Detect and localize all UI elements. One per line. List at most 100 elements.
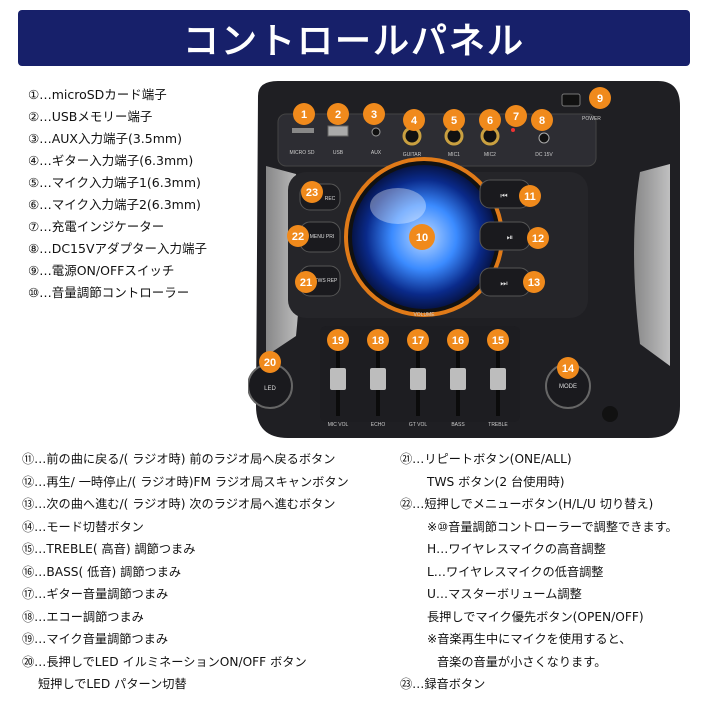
slider-mic-vol[interactable] [330, 336, 346, 416]
list-item: ⑩…音量調節コントローラー [28, 285, 190, 300]
list-item: ㉓…録音ボタン [400, 677, 486, 691]
list-item-continuation: 長押しでマイク優先ボタン(OPEN/OFF) [427, 609, 644, 624]
port-label: MIC1 [448, 152, 460, 158]
list-item: ④…ギター入力端子(6.3mm) [28, 153, 194, 168]
svg-text:17: 17 [412, 335, 424, 347]
list-item: ①…microSDカード端子 [28, 87, 167, 102]
slider-label: GT VOL [409, 422, 427, 428]
svg-text:20: 20 [264, 357, 276, 369]
svg-text:23: 23 [306, 187, 318, 199]
menu-label: MENU PRI [310, 234, 334, 240]
badge-18: 18 [367, 329, 389, 351]
list-item-continuation: U…マスターボリューム調整 [427, 587, 582, 601]
badge-8: 8 [531, 109, 553, 131]
list-item: ⑨…電源ON/OFFスイッチ [28, 263, 175, 278]
badge-11: 11 [519, 185, 541, 207]
charge-indicator [511, 128, 515, 132]
badge-17: 17 [407, 329, 429, 351]
badge-7: 7 [505, 105, 527, 127]
mode-label: MODE [559, 384, 577, 390]
usb-port[interactable] [327, 125, 349, 137]
svg-text:1: 1 [301, 109, 307, 121]
slider-treble[interactable] [490, 336, 506, 416]
title-banner: コントロールパネル [18, 10, 690, 66]
badge-9: 9 [589, 87, 611, 109]
page-title: コントロールパネル [182, 21, 525, 62]
list-item: ⑥…マイク入力端子2(6.3mm) [28, 197, 201, 212]
svg-text:6: 6 [487, 115, 493, 127]
list-item: ㉑…リピートボタン(ONE/ALL) [400, 452, 572, 466]
prev-icon: ⏮ [500, 191, 507, 200]
next-icon: ⏭ [500, 279, 507, 288]
port-label: AUX [371, 150, 382, 156]
badge-3: 3 [363, 103, 385, 125]
badge-13: 13 [523, 271, 545, 293]
tws-label: TWS REP [315, 278, 338, 284]
microsd-slot[interactable] [292, 128, 314, 133]
badge-5: 5 [443, 109, 465, 131]
list-item: ⑭…モード切替ボタン [22, 519, 144, 534]
badge-2: 2 [327, 103, 349, 125]
svg-text:16: 16 [452, 335, 464, 347]
button-list-left: ⑪…前の曲に戻る/( ラジオ時) 前のラジオ局へ戻るボタン ⑫…再生/ 一時停止… [22, 448, 400, 696]
svg-text:2: 2 [335, 109, 341, 121]
svg-text:5: 5 [451, 115, 457, 127]
power-label: POWER [582, 116, 601, 122]
slider-label: ECHO [371, 422, 386, 428]
badge-23: 23 [301, 181, 323, 203]
badge-6: 6 [479, 109, 501, 131]
list-item: ⑦…充電インジケーター [28, 219, 165, 234]
badge-20: 20 [259, 351, 281, 373]
slider-bass[interactable] [450, 336, 466, 416]
list-item-continuation: TWS ボタン(2 台使用時) [427, 474, 565, 489]
play-pause-button[interactable] [479, 221, 531, 251]
foot [602, 406, 618, 422]
list-item: ⑱…エコー調節つまみ [22, 609, 144, 624]
badge-19: 19 [327, 329, 349, 351]
control-panel-photo: MICRO SD USB AUX GUITAR MIC1 MIC2 DC 15V… [248, 76, 688, 446]
list-item-continuation: 音楽の音量が小さくなります。 [437, 654, 607, 669]
list-item-note: ※⑩音量調節コントローラーで調整できます。 [427, 519, 678, 534]
svg-text:7: 7 [513, 111, 519, 123]
list-item-note: ※音楽再生中にマイクを使用すると、 [427, 632, 632, 646]
list-item: ⑰…ギター音量調節つまみ [22, 587, 169, 601]
svg-text:12: 12 [532, 233, 544, 245]
port-label: USB [333, 150, 344, 156]
svg-text:9: 9 [597, 93, 603, 105]
list-item: ⑪…前の曲に戻る/( ラジオ時) 前のラジオ局へ戻るボタン [22, 452, 336, 466]
power-switch[interactable] [561, 93, 581, 107]
list-item-continuation: L…ワイヤレスマイクの低音調整 [427, 564, 604, 579]
badge-14: 14 [557, 357, 579, 379]
svg-text:15: 15 [492, 335, 504, 347]
port-label: MICRO SD [290, 150, 315, 156]
badge-21: 21 [295, 271, 317, 293]
list-item: ③…AUX入力端子(3.5mm) [28, 131, 182, 146]
slider-label: TREBLE [488, 422, 508, 428]
badge-12: 12 [527, 227, 549, 249]
right-side-panel [634, 164, 670, 366]
svg-text:21: 21 [300, 277, 312, 289]
list-item: ⑳…長押しでLED イルミネーションON/OFF ボタン [22, 654, 307, 669]
aux-jack[interactable] [371, 127, 381, 137]
slider-gt-vol[interactable] [410, 336, 426, 416]
port-label: DC 15V [535, 152, 553, 158]
svg-text:8: 8 [539, 115, 545, 127]
dc-jack[interactable] [538, 132, 550, 144]
list-item: ⑲…マイク音量調節つまみ [22, 632, 169, 646]
led-label: LED [264, 386, 276, 392]
slider-label: MIC VOL [328, 422, 349, 428]
badge-10: 10 [409, 224, 435, 250]
badge-16: 16 [447, 329, 469, 351]
list-item-continuation: H…ワイヤレスマイクの高音調整 [427, 542, 606, 556]
list-item: ⑬…次の曲へ進む/( ラジオ時) 次のラジオ局へ進むボタン [22, 497, 336, 511]
list-item: ⑫…再生/ 一時停止/( ラジオ時)FM ラジオ局スキャンボタン [22, 474, 349, 489]
port-label: MIC2 [484, 152, 496, 158]
svg-text:4: 4 [411, 115, 418, 127]
slider-echo[interactable] [370, 336, 386, 416]
svg-text:10: 10 [416, 232, 428, 244]
list-item: ⑤…マイク入力端子1(6.3mm) [28, 175, 201, 190]
svg-text:13: 13 [528, 277, 540, 289]
slider-label: BASS [451, 422, 465, 428]
svg-text:22: 22 [292, 231, 304, 243]
badge-1: 1 [293, 103, 315, 125]
